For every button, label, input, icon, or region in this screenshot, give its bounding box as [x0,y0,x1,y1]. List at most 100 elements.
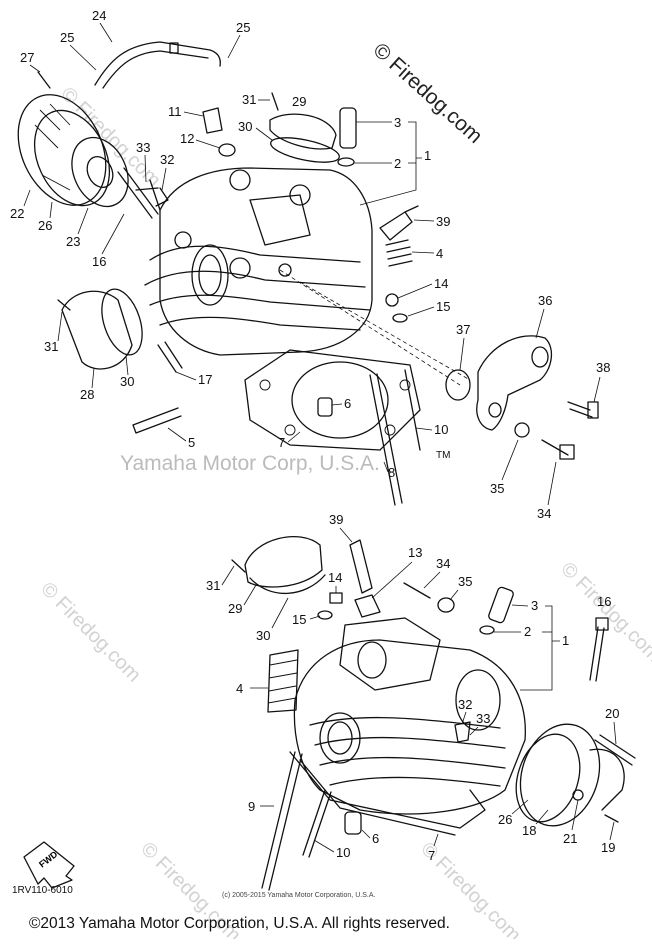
circlip-2-lower [479,625,495,635]
callout-35-upper: 35 [490,481,504,496]
cooling-fins-lower [309,716,506,787]
gasket-edge-lower [299,759,456,836]
screw-21 [572,789,584,801]
callout-2-lower: 2 [524,624,531,639]
callout-29-lower: 29 [228,601,242,616]
cylinder-head-upper [159,167,373,356]
leader-19 [609,821,615,841]
leader-4-upper [411,251,435,254]
valve-chamber [249,194,311,246]
callout-27: 27 [20,50,34,65]
head-boss-3 [229,257,251,279]
bracket-32-lower [454,721,471,743]
callout-36: 36 [538,293,552,308]
leader-11 [183,111,204,117]
screw-31-lower [231,559,246,573]
plate-23 [71,136,129,208]
leader-31-left [57,311,63,342]
fwd-arrow-icon [23,841,75,889]
callout-7-lower: 7 [428,848,435,863]
leader-29-lower [243,584,257,606]
leader-37 [459,337,465,371]
stud-17 [157,341,183,373]
lower-callouts: 39 13 34 35 31 29 14 15 16 3 2 1 30 4 32… [206,512,619,863]
leader-6-upper [331,403,343,406]
oring-30-left [101,288,143,356]
callout-32-lower: 32 [458,697,472,712]
gasket-hole-3 [284,424,296,436]
screw-31-left [57,299,71,311]
small-copyright: (c) 2005-2015 Yamaha Motor Corporation, … [222,892,375,899]
leader-20 [613,721,617,745]
intake-port-inner [327,721,353,755]
spring-4-upper [385,239,413,267]
callout-32-upper: 32 [160,152,174,167]
leader-31-lower [221,565,235,586]
bolt-34-head [559,444,575,460]
screw-31-top [271,92,279,111]
leader-39-upper [413,219,435,222]
callout-30-left: 30 [120,374,134,389]
oring-30-upper [270,137,340,163]
leader-1-lower [520,605,560,691]
leader-30-left [125,355,129,376]
cover-ribs [34,103,71,191]
callout-33-lower: 33 [476,711,490,726]
callout-24: 24 [92,8,106,23]
alignment-line-2 [299,281,471,381]
bolt-16-lower [589,626,605,682]
cover-29-upper [269,113,337,150]
spring-coils [267,659,298,704]
callout-25-right: 25 [236,20,250,35]
bushing-37 [445,369,471,401]
leader-18 [535,809,549,825]
leader-17 [175,371,197,381]
cover-29-lower [244,536,323,588]
leader-7-upper [287,431,301,443]
leader-21 [571,799,579,831]
callout-12: 12 [180,131,194,146]
callout-31-lower: 31 [206,578,220,593]
callout-14-upper: 14 [434,276,448,291]
site-watermark-right: © Firedog.com [556,558,652,667]
callout-15-upper: 15 [436,299,450,314]
nut-14-lower [329,592,343,604]
leader-12 [195,139,221,149]
lower-cylinder-head-assembly: FWD [23,536,636,891]
washer-15-lower [317,610,333,620]
callout-38: 38 [596,360,610,375]
callout-5: 5 [188,435,195,450]
callout-34-upper: 34 [537,506,551,521]
gasket-hole-4 [384,424,396,436]
callout-3-upper: 3 [394,115,401,130]
leader-34-upper [547,461,557,506]
head-boss-5 [278,263,292,277]
callout-39-upper: 39 [436,214,450,229]
head-gasket-7-lower [289,751,486,829]
head-gasket-7 [244,349,421,451]
port-lower-1 [357,641,387,679]
site-watermark-left: © Firedog.com [36,578,145,687]
site-watermark-upper-left: © Firedog.com [56,83,165,192]
nut-14 [385,293,399,307]
washer-15 [392,313,408,323]
cooling-fins-upper [144,245,371,331]
callout-37: 37 [456,322,470,337]
copyright-notice: ©2013 Yamaha Motor Corporation, U.S.A. A… [29,915,450,932]
leader-22 [23,189,31,207]
callout-30-upper: 30 [238,119,252,134]
cylinder-head-lower [293,639,526,815]
gasket-bore [291,361,389,439]
head-boss-1 [229,169,251,191]
leader-26-lower [511,799,529,815]
callout-30-lower: 30 [256,628,270,643]
callout-6-lower: 6 [372,831,379,846]
leader-35-lower [449,589,459,601]
callout-19: 19 [601,840,615,855]
callout-4-upper: 4 [436,246,443,261]
leader-15-lower [309,615,321,620]
side-cover-18 [519,723,601,827]
callout-15-lower: 15 [292,612,306,627]
leader-5 [167,427,187,442]
